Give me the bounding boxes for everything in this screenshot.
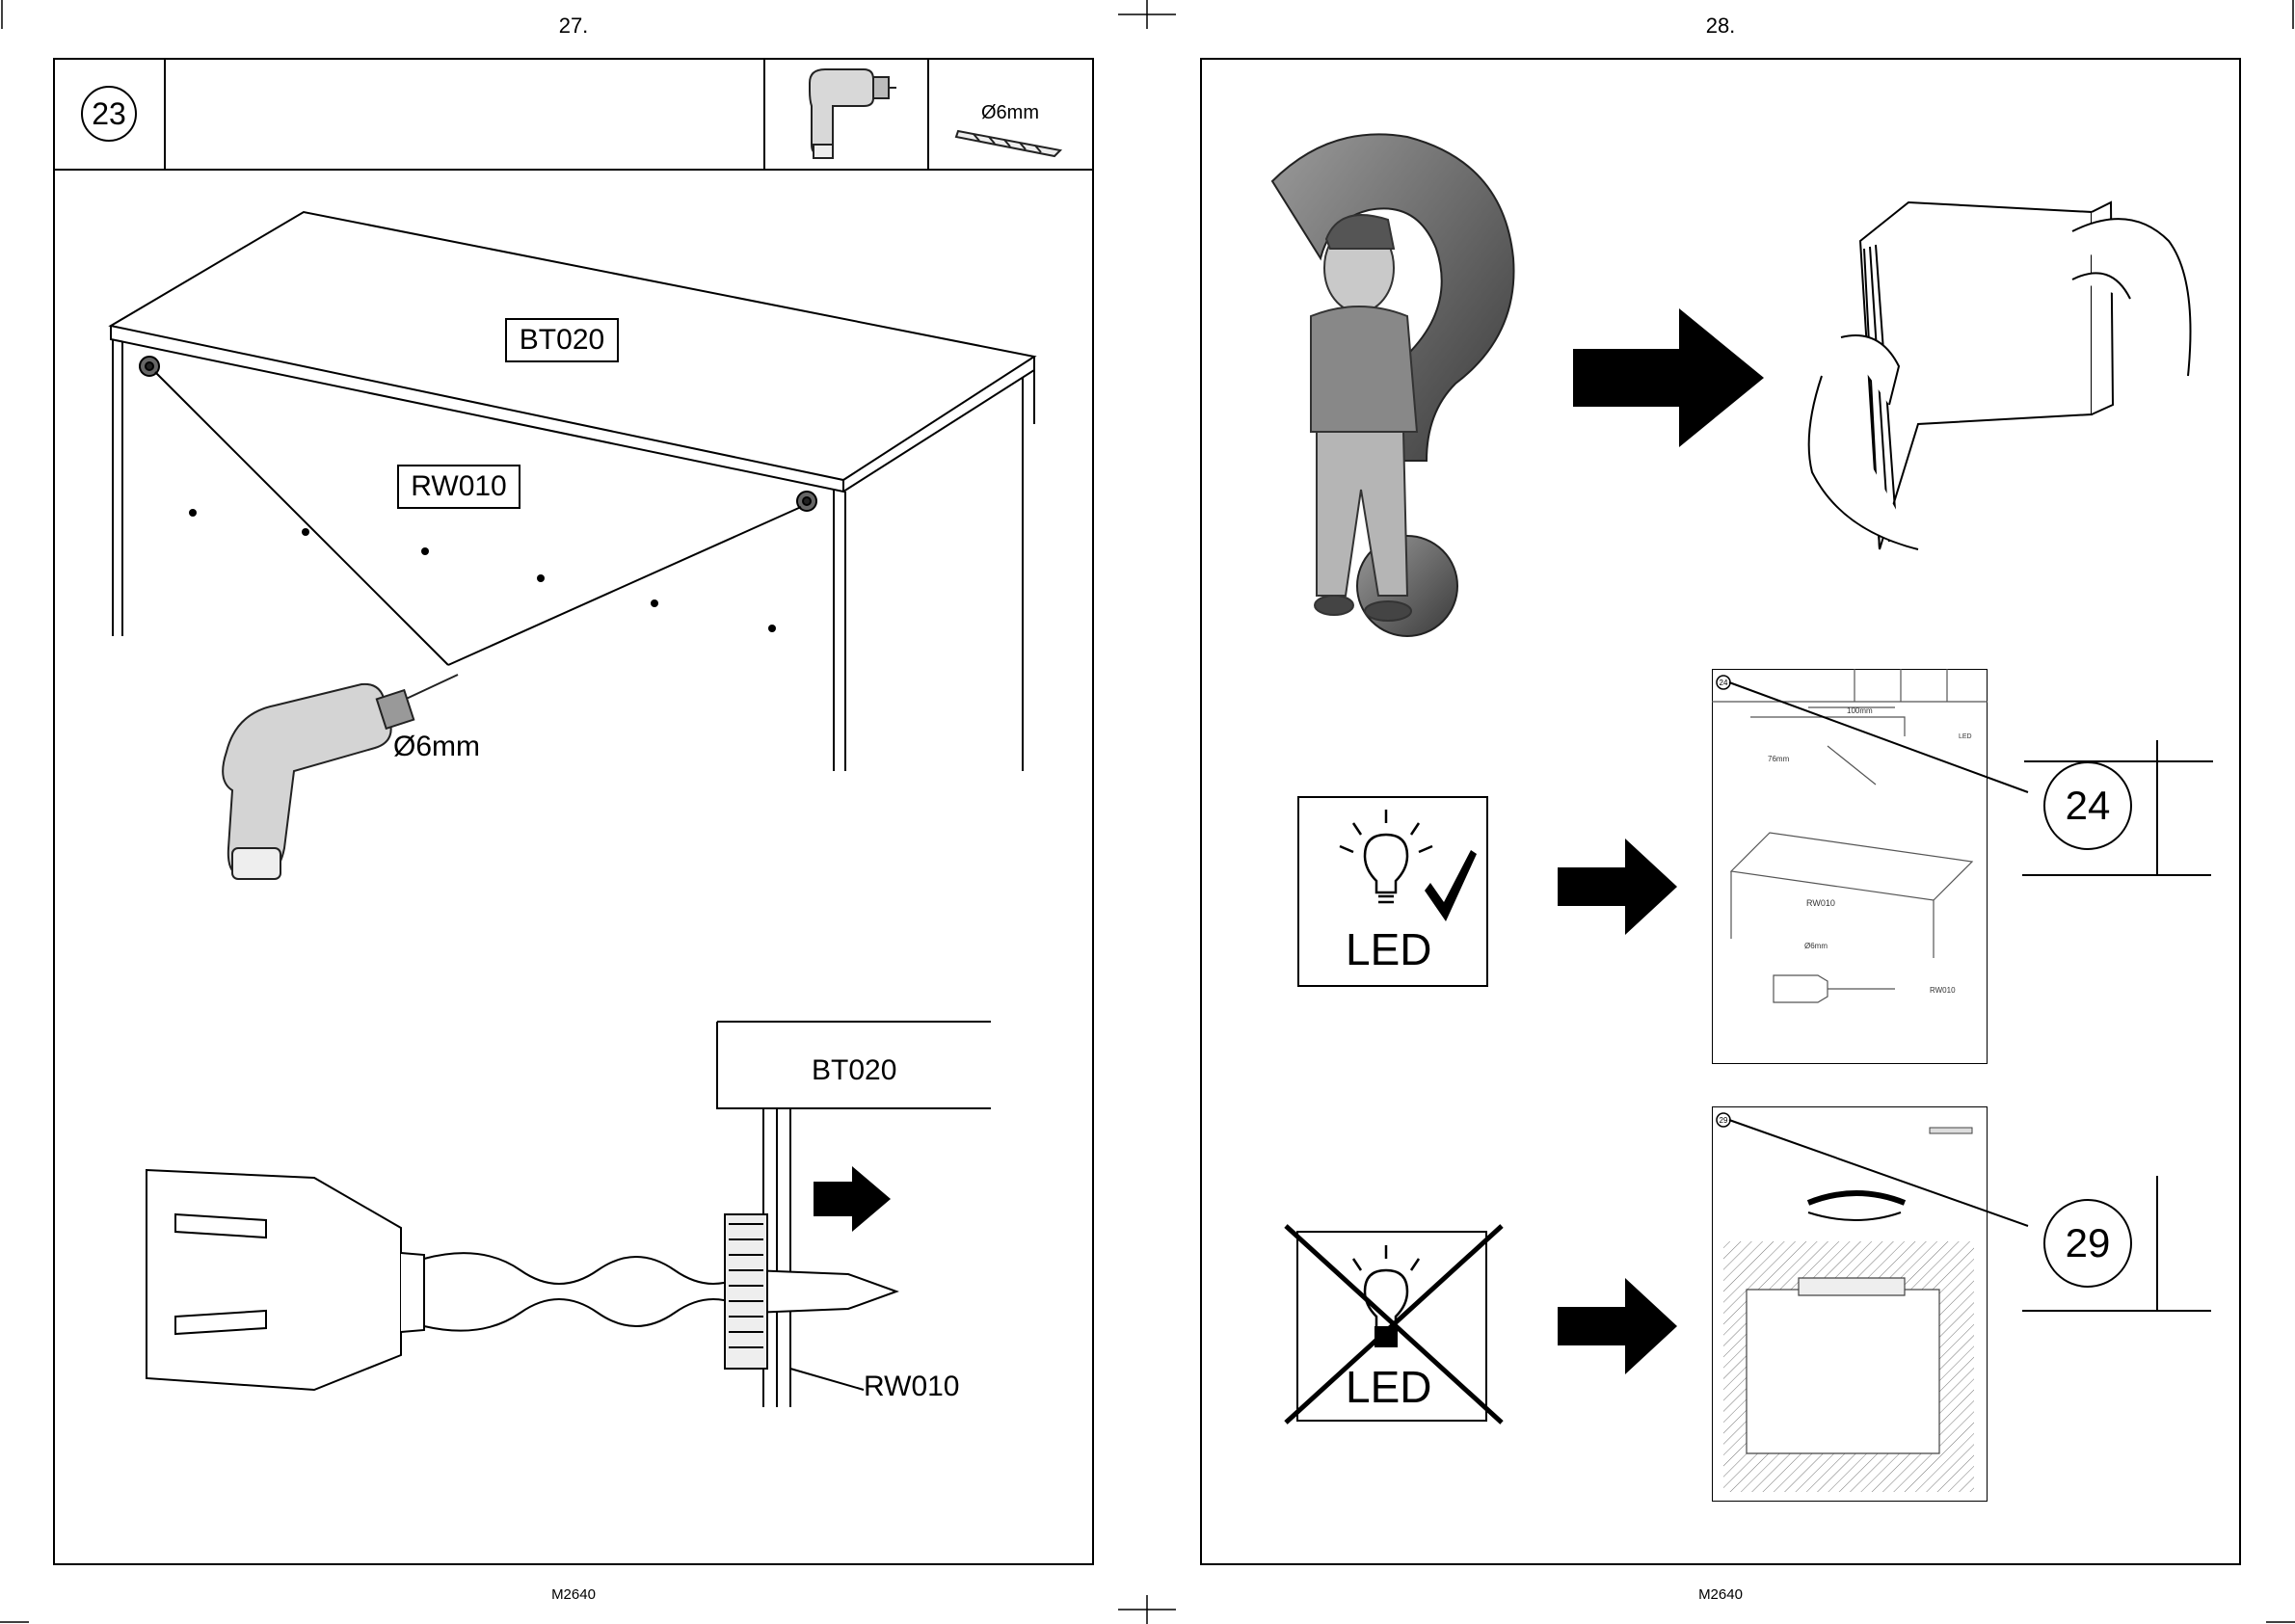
led-not-allowed-label: LED bbox=[1346, 1361, 1431, 1413]
thumb-24-part-2: RW010 bbox=[1930, 986, 1956, 995]
page-number-right: 28. bbox=[1663, 13, 1778, 39]
assembly-illustration bbox=[53, 173, 1094, 713]
footer-code-left: M2640 bbox=[516, 1586, 631, 1603]
drill-bit-size-label: Ø6mm bbox=[981, 102, 1039, 124]
detail-illustration bbox=[135, 1012, 1099, 1417]
step-number-badge: 23 bbox=[81, 86, 137, 142]
reference-step-29: 29 bbox=[2066, 1220, 2111, 1266]
reference-step-29-badge: 29 bbox=[2043, 1199, 2132, 1288]
drill-tool-icon bbox=[800, 62, 896, 168]
thumb-24-part: RW010 bbox=[1806, 898, 1835, 908]
arrow-to-step-24 bbox=[1556, 839, 1681, 935]
arrow-to-step-29 bbox=[1556, 1278, 1681, 1374]
detail-board-label: BT020 bbox=[812, 1054, 896, 1087]
step-number: 23 bbox=[92, 96, 126, 132]
arrow-to-manual bbox=[1571, 306, 1764, 451]
step-header bbox=[53, 58, 1094, 173]
part-label-bt020: BT020 bbox=[505, 318, 619, 362]
reference-step-24-badge: 24 bbox=[2043, 761, 2132, 850]
drill-bit-icon bbox=[954, 125, 1070, 164]
drill-diameter-label: Ø6mm bbox=[393, 731, 480, 763]
led-allowed-label: LED bbox=[1346, 923, 1431, 975]
confused-man-illustration bbox=[1253, 123, 1542, 663]
callout-leader-29 bbox=[1720, 1112, 2038, 1228]
reference-step-24: 24 bbox=[2066, 783, 2111, 829]
detail-dowel-label: RW010 bbox=[864, 1371, 960, 1403]
part-label-rw010: RW010 bbox=[397, 465, 520, 509]
thumb-24-drill: Ø6mm bbox=[1804, 942, 1828, 950]
reading-manual-illustration bbox=[1783, 183, 2188, 549]
footer-code-right: M2640 bbox=[1663, 1586, 1778, 1603]
page-number-left: 27. bbox=[516, 13, 631, 39]
